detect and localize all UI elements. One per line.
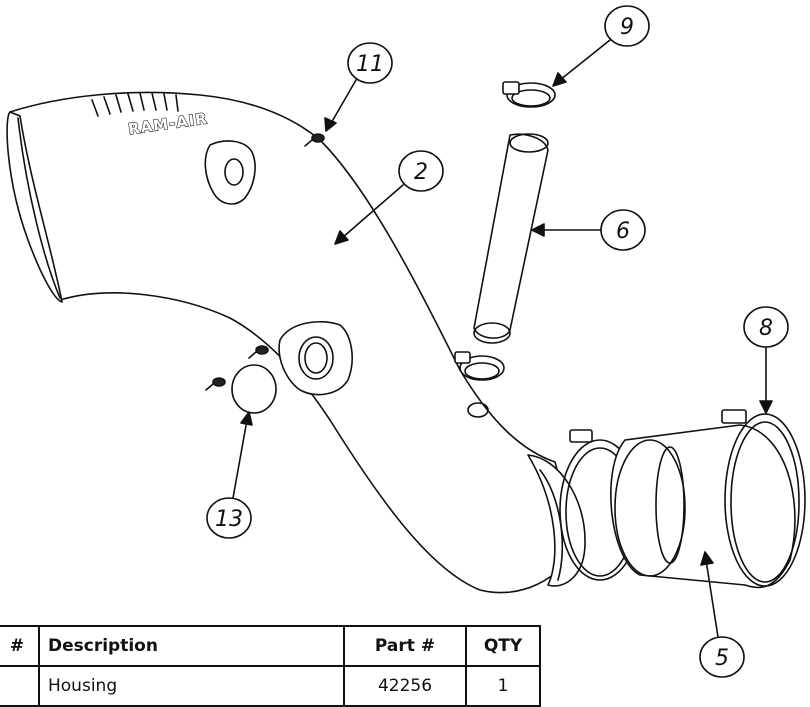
screw bbox=[205, 377, 226, 391]
callout-2 bbox=[334, 150, 444, 245]
vent-tube bbox=[473, 133, 549, 344]
callout-9 bbox=[552, 5, 650, 87]
coupler-clamp-right bbox=[721, 409, 806, 587]
callout-13 bbox=[206, 411, 253, 539]
screw bbox=[304, 133, 325, 147]
screw bbox=[248, 345, 269, 359]
header-qty: QTY bbox=[465, 625, 541, 667]
callout-5 bbox=[699, 551, 745, 678]
cell-qty: 1 bbox=[465, 665, 541, 707]
cell-part-number: 42256 bbox=[343, 665, 467, 707]
callout-6 bbox=[531, 209, 646, 251]
intake-housing bbox=[6, 91, 586, 594]
callout-label-9: 9 bbox=[620, 15, 634, 40]
parts-table: # Description Part # QTY Housing 42256 1 bbox=[0, 625, 541, 707]
table-header-row: # Description Part # QTY bbox=[0, 625, 541, 667]
header-number: # bbox=[0, 625, 40, 667]
callout-label-13: 13 bbox=[215, 507, 243, 532]
hose-clamp-lower bbox=[454, 351, 505, 381]
callout-label-8: 8 bbox=[759, 316, 773, 341]
hose-clamp-top bbox=[502, 81, 556, 108]
cell-number bbox=[0, 665, 40, 707]
cap-plug bbox=[231, 364, 277, 414]
callout-label-2: 2 bbox=[414, 160, 428, 185]
callout-8 bbox=[743, 306, 789, 414]
callout-11 bbox=[324, 42, 393, 132]
callout-label-5: 5 bbox=[715, 646, 729, 671]
exploded-parts-diagram: RAM-AIR 11 9 2 6 8 13 5 bbox=[6, 5, 806, 678]
table-row: Housing 42256 1 bbox=[0, 665, 541, 707]
coupler-sleeve bbox=[610, 424, 796, 589]
header-description: Description bbox=[38, 625, 345, 667]
cell-description: Housing bbox=[38, 665, 345, 707]
callout-label-11: 11 bbox=[356, 52, 384, 77]
header-part-number: Part # bbox=[343, 625, 467, 667]
callout-label-6: 6 bbox=[616, 219, 630, 244]
